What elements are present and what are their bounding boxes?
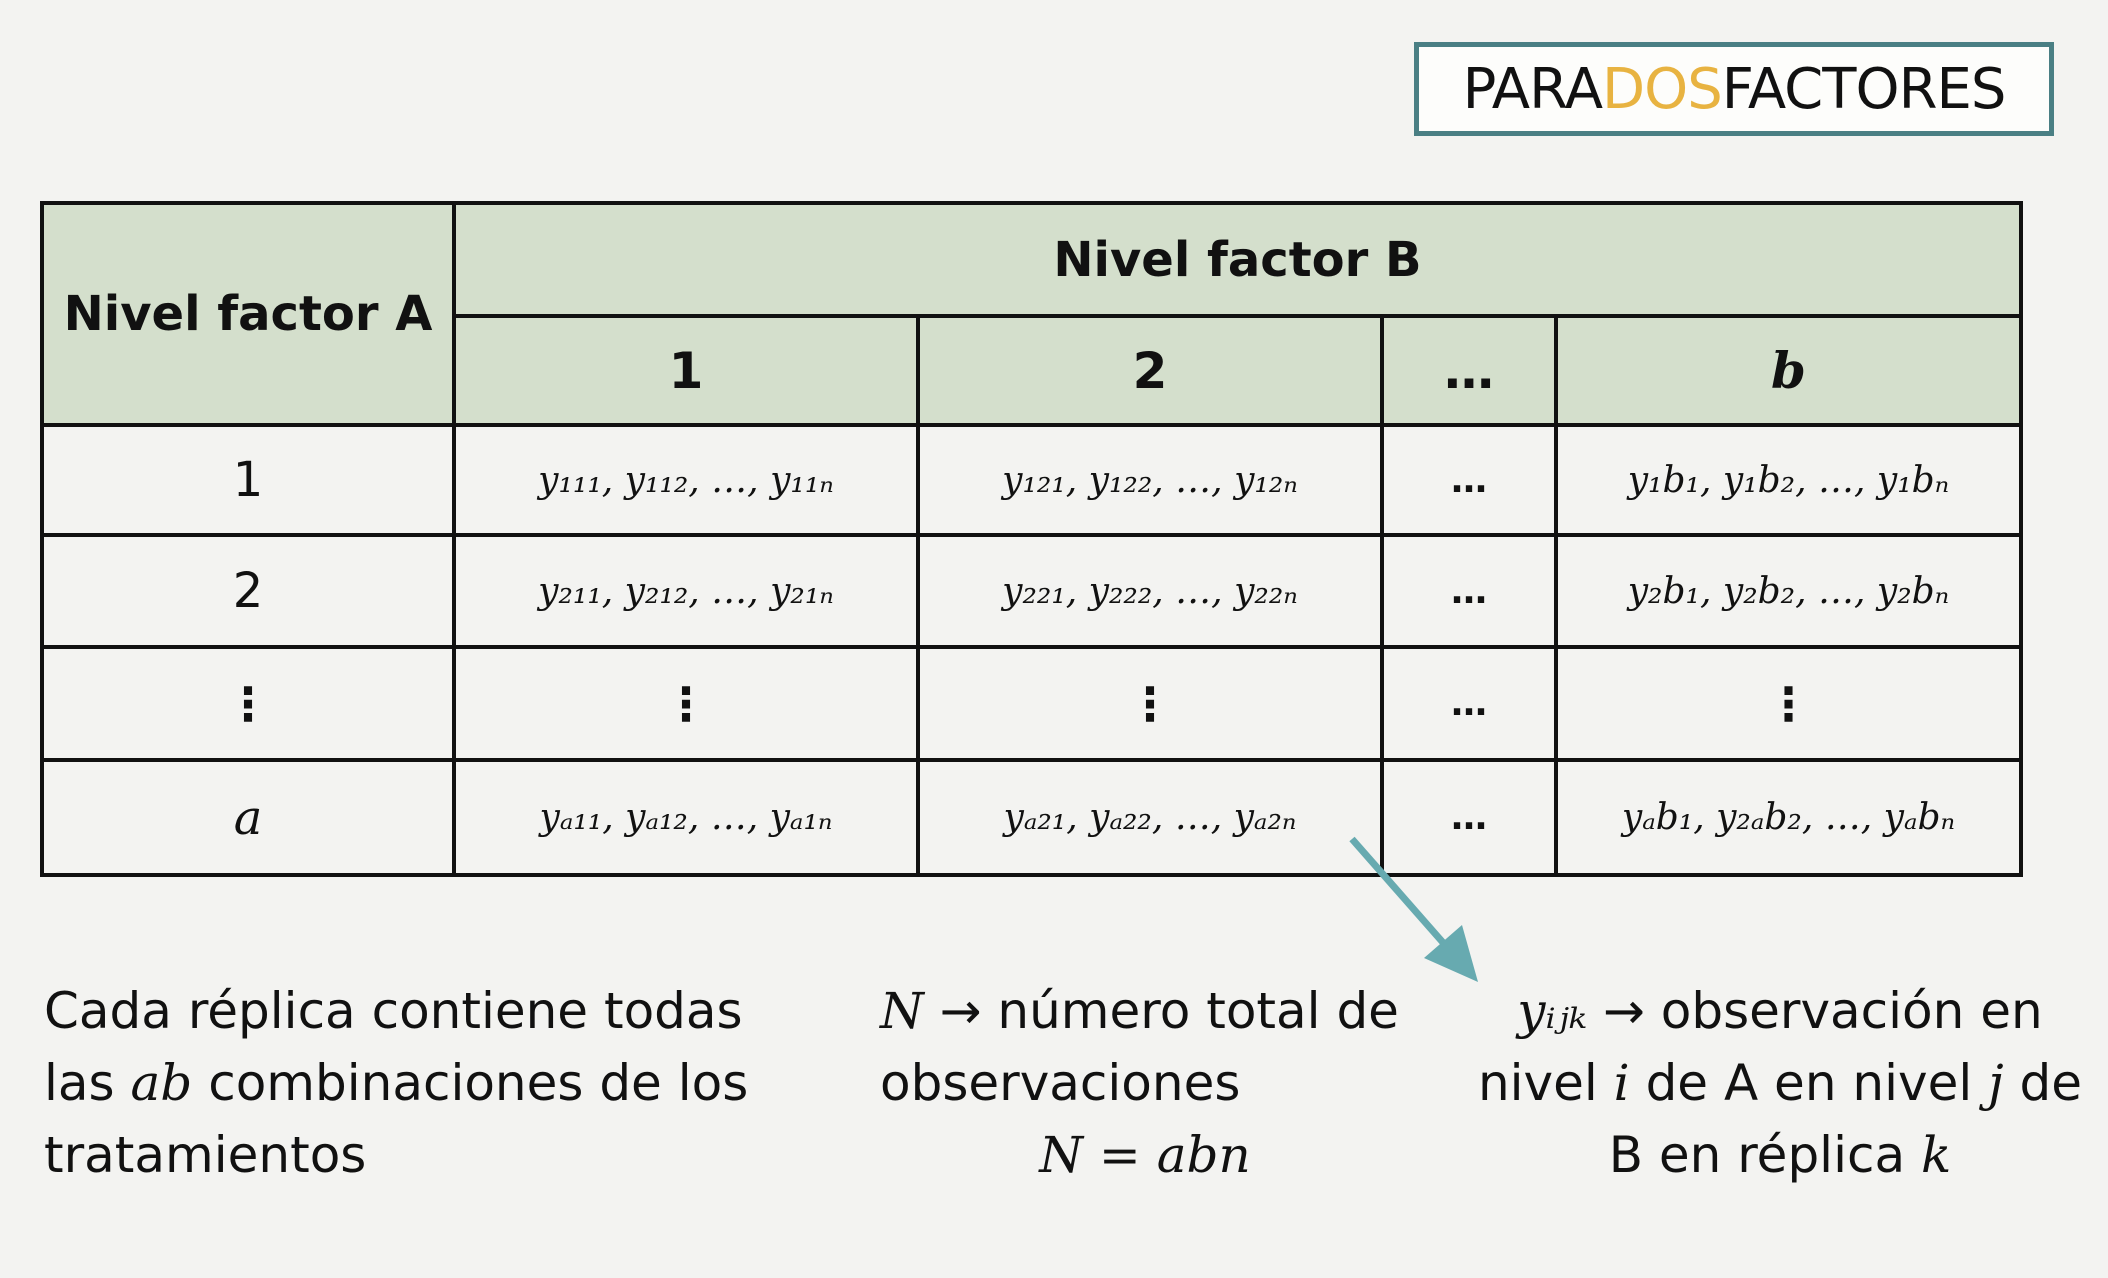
note-total-obs: N → número total de observaciones N = ab… xyxy=(880,975,1410,1191)
note-observation: yᵢⱼₖ → observación en nivel i de A en ni… xyxy=(1470,975,2090,1191)
col-level-ellipsis: … xyxy=(1380,314,1558,427)
note-obs-var: yᵢⱼₖ xyxy=(1517,982,1588,1040)
note-replica-var: ab xyxy=(130,1054,193,1112)
section-title-box: PARA DOS FACTORES xyxy=(1414,42,2054,136)
table-row: a yₐ₁₁, yₐ₁₂, …, yₐ₁ₙ yₐ₂₁, yₐ₂₂, …, yₐ₂… xyxy=(40,758,2023,877)
note-obs-text-3: de B en réplica xyxy=(1608,1054,2083,1184)
cell-obs: y₂b₁, y₂b₂, …, y₂bₙ xyxy=(1554,533,2023,649)
cell-obs: yₐ₁₁, yₐ₁₂, …, yₐ₁ₙ xyxy=(452,758,920,877)
note-obs-text-1: → observación en nivel xyxy=(1477,982,2043,1112)
note-total-equation: N = abn xyxy=(1039,1126,1251,1184)
cell-obs: yₐb₁, y₂ₐb₂, …, yₐbₙ xyxy=(1554,758,2023,877)
note-obs-var-i: i xyxy=(1613,1054,1630,1112)
cell-obs: y₁₂₁, y₁₂₂, …, y₁₂ₙ xyxy=(916,423,1384,537)
row-level-2: 2 xyxy=(40,533,456,649)
cell-ellipsis: … xyxy=(1380,758,1558,877)
note-obs-text-2: de A en nivel xyxy=(1629,1054,1989,1112)
note-obs-var-k: k xyxy=(1921,1126,1952,1184)
title-text-accent: DOS xyxy=(1602,56,1723,122)
note-obs-var-j: j xyxy=(1988,1054,2004,1112)
cell-obs: yₐ₂₁, yₐ₂₂, …, yₐ₂ₙ xyxy=(916,758,1384,877)
cell-vdots: ⋮ xyxy=(1554,645,2023,762)
cell-ellipsis: … xyxy=(1380,645,1558,762)
row-level-a: a xyxy=(40,758,456,877)
note-total-text: → número total de observaciones xyxy=(880,982,1399,1112)
table-row: 2 y₂₁₁, y₂₁₂, …, y₂₁ₙ y₂₂₁, y₂₂₂, …, y₂₂… xyxy=(40,533,2023,649)
row-level-1: 1 xyxy=(40,423,456,537)
col-level-2: 2 xyxy=(916,314,1384,427)
cell-ellipsis: … xyxy=(1380,423,1558,537)
note-replica: Cada réplica contiene todas las ab combi… xyxy=(44,975,784,1191)
cell-obs: y₂₂₁, y₂₂₂, …, y₂₂ₙ xyxy=(916,533,1384,649)
row-level-vdots: ⋮ xyxy=(40,645,456,762)
col-level-1: 1 xyxy=(452,314,920,427)
header-factor-a: Nivel factor A xyxy=(40,201,456,427)
cell-vdots: ⋮ xyxy=(916,645,1384,762)
note-total-var: N xyxy=(880,982,924,1040)
table-row: ⋮ ⋮ ⋮ … ⋮ xyxy=(40,645,2023,762)
note-replica-text-2: combinaciones de los tratamientos xyxy=(44,1054,749,1184)
note-replica-text-1: Cada réplica contiene todas las xyxy=(44,982,743,1112)
cell-vdots: ⋮ xyxy=(452,645,920,762)
table-row: 1 y₁₁₁, y₁₁₂, …, y₁₁ₙ y₁₂₁, y₁₂₂, …, y₁₂… xyxy=(40,423,2023,537)
header-factor-b: Nivel factor B xyxy=(452,201,2023,318)
cell-obs: y₁b₁, y₁b₂, …, y₁bₙ xyxy=(1554,423,2023,537)
cell-obs: y₂₁₁, y₂₁₂, …, y₂₁ₙ xyxy=(452,533,920,649)
cell-obs: y₁₁₁, y₁₁₂, …, y₁₁ₙ xyxy=(452,423,920,537)
two-factor-data-table: Nivel factor A Nivel factor B 1 2 … b 1 … xyxy=(40,201,2023,877)
col-level-b: b xyxy=(1554,314,2023,427)
title-text-pre: PARA xyxy=(1462,56,1603,122)
title-text-post: FACTORES xyxy=(1721,56,2007,122)
cell-ellipsis: … xyxy=(1380,533,1558,649)
